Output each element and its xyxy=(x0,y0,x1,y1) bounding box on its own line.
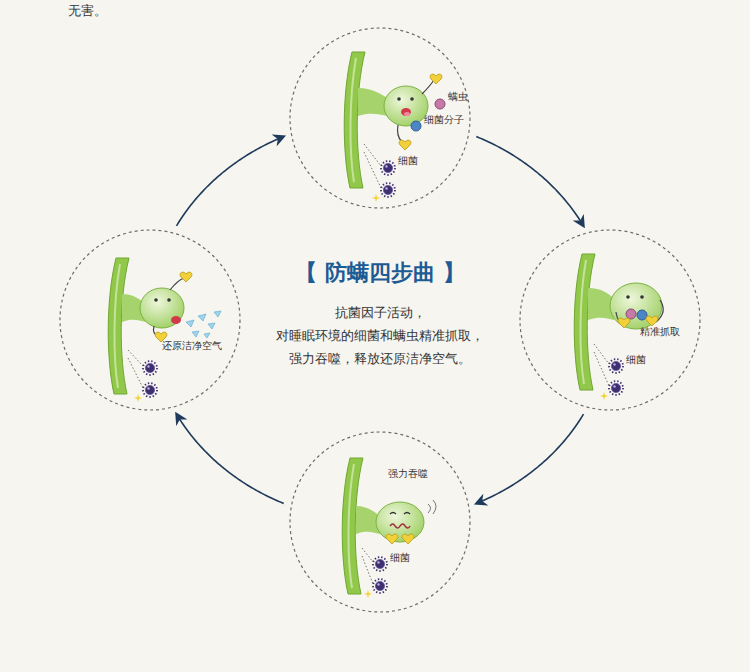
cut-off-text: 无害。 xyxy=(68,0,107,23)
step-label: 细菌 xyxy=(390,552,410,564)
step-circle: 螨虫细菌分子细菌 xyxy=(288,26,472,210)
step-label: 细菌 xyxy=(626,354,646,366)
description: 抗菌因子活动， 对睡眠环境的细菌和螨虫精准抓取， 强力吞噬，释放还原洁净空气。 xyxy=(262,302,498,370)
step-label: 细菌分子 xyxy=(424,114,464,125)
step-label: 精准抓取 xyxy=(640,326,680,338)
circle-outline xyxy=(520,230,700,410)
step-circle: 强力吞噬细菌 xyxy=(288,430,472,614)
title: 【 防螨四步曲 】 xyxy=(230,258,530,288)
cycle-arrow xyxy=(176,137,283,226)
cycle-arrow xyxy=(476,137,583,226)
dashed-circle xyxy=(518,228,702,412)
step-label: 细菌 xyxy=(398,155,418,167)
step-label: 螨虫 xyxy=(448,91,468,103)
circle-outline xyxy=(60,230,240,410)
cell-active xyxy=(344,52,445,202)
step-label: 还原洁净空气 xyxy=(162,340,222,351)
circle-outline xyxy=(290,28,470,208)
circle-outline xyxy=(290,432,470,612)
step-circle: 还原洁净空气 xyxy=(58,228,242,412)
cycle-arrow xyxy=(476,414,583,503)
cell-release xyxy=(108,258,221,402)
dashed-circle xyxy=(58,228,242,412)
dashed-circle xyxy=(288,430,472,614)
cell-swallow xyxy=(342,458,436,598)
step-label: 强力吞噬 xyxy=(388,468,428,480)
step-circle: 精准抓取细菌 xyxy=(518,228,702,412)
cycle-arrow xyxy=(176,414,283,503)
